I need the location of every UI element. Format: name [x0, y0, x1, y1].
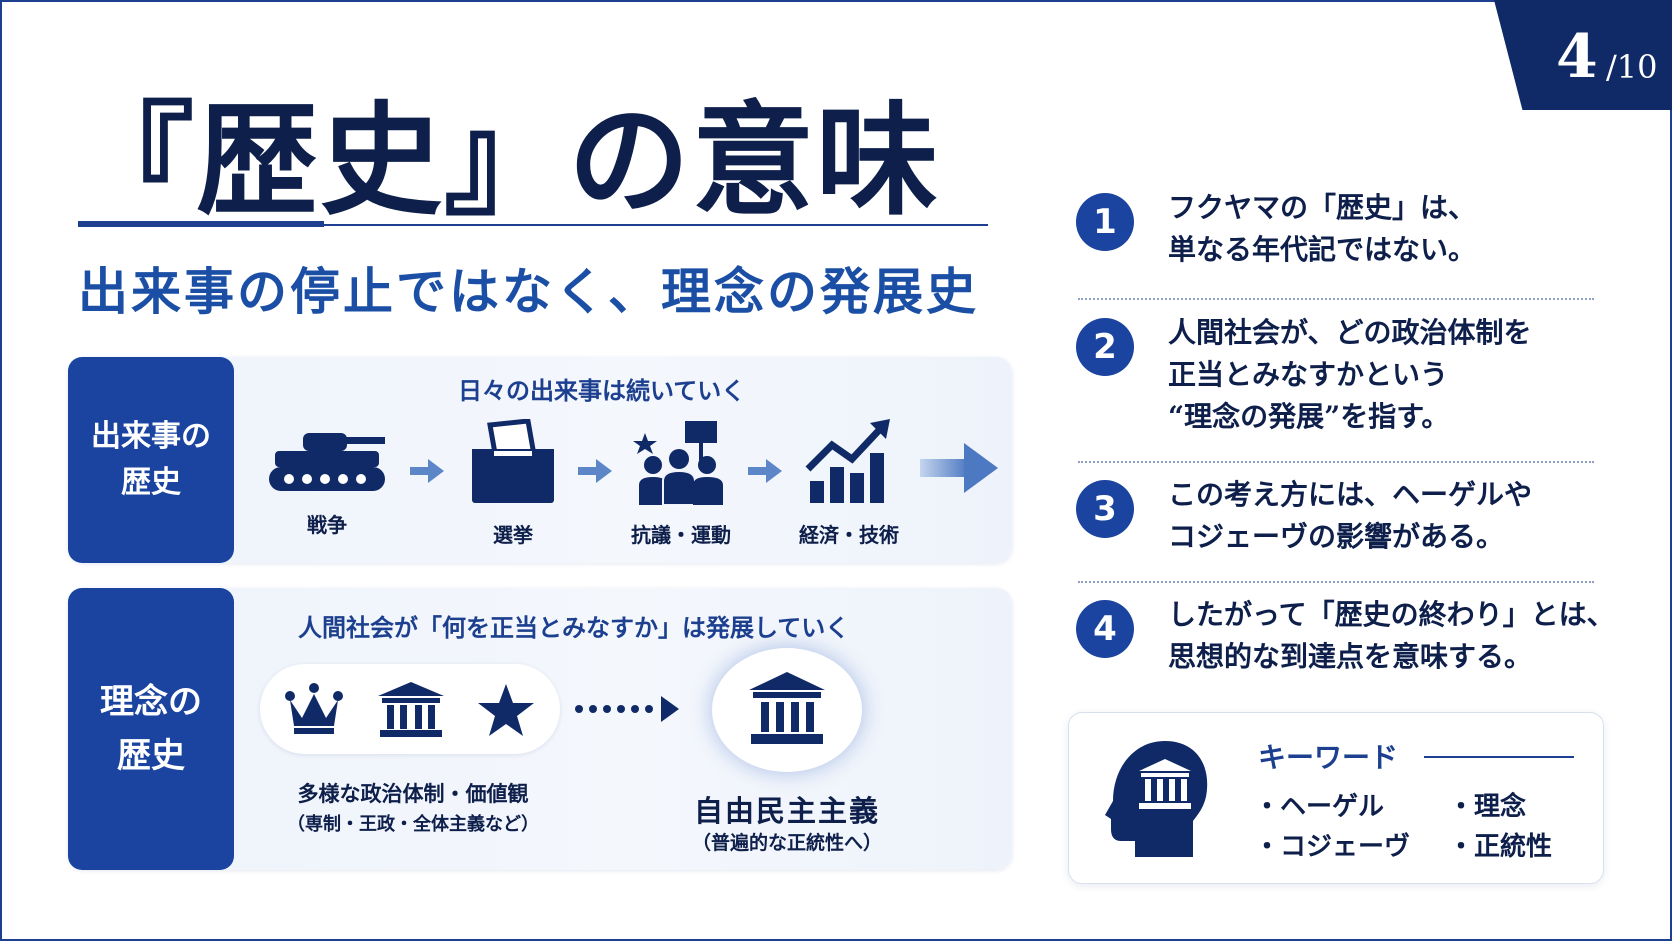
step-election: 選挙 — [438, 419, 588, 548]
point-text: フクヤマの「歴史」は、 単なる年代記ではない。 — [1168, 187, 1476, 271]
page-total: /10 — [1606, 48, 1658, 86]
goal-caption: 自由民主主義 — [693, 794, 880, 828]
keyword-heading: キーワード — [1258, 741, 1399, 774]
arrow-right-icon — [748, 459, 782, 483]
keyword-item: ・コジェーヴ — [1254, 832, 1411, 862]
step-war: 戦争 — [252, 419, 402, 538]
ideas-label-line1: 理念の — [100, 682, 202, 722]
keyword-item: ・理念 — [1448, 792, 1527, 822]
keyword-item: ・ヘーゲル — [1254, 792, 1385, 822]
events-label-line1: 出来事の — [91, 419, 211, 454]
point-line: “理念の発展”を指す。 — [1168, 400, 1450, 433]
point-line: 正当とみなすかという — [1168, 358, 1449, 391]
systems-subcaption: （専制・王政・全体主義など） — [287, 814, 539, 835]
step-label: 抗議・運動 — [631, 523, 731, 547]
step-label: 戦争 — [307, 513, 347, 537]
point-number: 2 — [1076, 318, 1134, 376]
ideas-panel-label: 理念の 歴史 — [68, 588, 234, 870]
point-line: 思想的な到達点を意味する。 — [1168, 640, 1533, 673]
keyword-box — [1068, 712, 1604, 884]
arrow-right-icon — [410, 459, 444, 483]
institution-icon — [378, 682, 444, 737]
point-number: 1 — [1076, 193, 1134, 251]
point-line: 単なる年代記ではない。 — [1168, 233, 1477, 266]
step-economy: 経済・技術 — [774, 419, 924, 548]
head-institution-icon — [1105, 741, 1208, 857]
protest-icon — [633, 421, 723, 505]
tank-icon — [269, 433, 385, 491]
point-line: コジェーヴの影響がある。 — [1168, 520, 1505, 553]
point-line: したがって「歴史の終わり」とは、 — [1168, 598, 1615, 631]
liberal-democracy-circle — [712, 648, 862, 772]
ideas-history-panel: 理念の 歴史 人間社会が「何を正当とみなすか」は発展していく — [68, 588, 1012, 870]
institution-icon — [749, 672, 825, 744]
dotted-arrow-icon — [575, 696, 679, 722]
ideas-heading: 人間社会が「何を正当とみなすか」は発展していく — [298, 614, 850, 642]
page-badge: 4 /10 — [1494, 0, 1672, 110]
page-subtitle: 出来事の停止ではなく、理念の発展史 — [78, 262, 979, 321]
step-label: 経済・技術 — [799, 523, 899, 547]
point-text: 人間社会が、どの政治体制を 正当とみなすかという “理念の発展”を指す。 — [1168, 312, 1531, 438]
point-separator — [1078, 581, 1594, 583]
political-systems-pill — [260, 664, 560, 754]
point-separator — [1078, 298, 1594, 300]
arrow-right-icon — [578, 459, 612, 483]
continue-arrow-icon — [920, 443, 998, 493]
title-divider — [78, 224, 988, 226]
star-icon — [478, 684, 534, 736]
title-divider-accent — [78, 221, 324, 227]
events-heading: 日々の出来事は続いていく — [458, 377, 746, 405]
ideas-label-line2: 歴史 — [117, 736, 185, 776]
events-label-line2: 歴史 — [121, 465, 181, 500]
keyword-heading-rule — [1424, 756, 1574, 758]
point-number: 4 — [1076, 600, 1134, 658]
keyword-item: ・正統性 — [1448, 832, 1553, 862]
point-text: この考え方には、ヘーゲルや コジェーヴの影響がある。 — [1168, 474, 1532, 558]
step-label: 選挙 — [493, 523, 533, 547]
point-line: 人間社会が、どの政治体制を — [1168, 316, 1532, 349]
step-protest: 抗議・運動 — [606, 419, 756, 548]
point-separator — [1078, 461, 1594, 463]
point-text: したがって「歴史の終わり」とは、 思想的な到達点を意味する。 — [1168, 594, 1615, 678]
systems-caption: 多様な政治体制・価値観 — [297, 782, 529, 806]
crown-icon — [285, 683, 343, 734]
point-line: フクヤマの「歴史」は、 — [1168, 191, 1477, 224]
events-history-panel: 出来事の 歴史 日々の出来事は続いていく 戦争 選挙 — [68, 357, 1012, 563]
growth-chart-icon — [805, 419, 890, 503]
goal-subcaption: （普遍的な正統性へ） — [691, 832, 882, 854]
ballot-box-icon — [472, 419, 554, 503]
page-current: 4 — [1556, 22, 1598, 92]
page-title: 『歴史』の意味 — [72, 88, 940, 232]
point-line: この考え方には、ヘーゲルや — [1168, 478, 1533, 511]
point-number: 3 — [1076, 480, 1134, 538]
events-panel-label: 出来事の 歴史 — [68, 357, 234, 563]
